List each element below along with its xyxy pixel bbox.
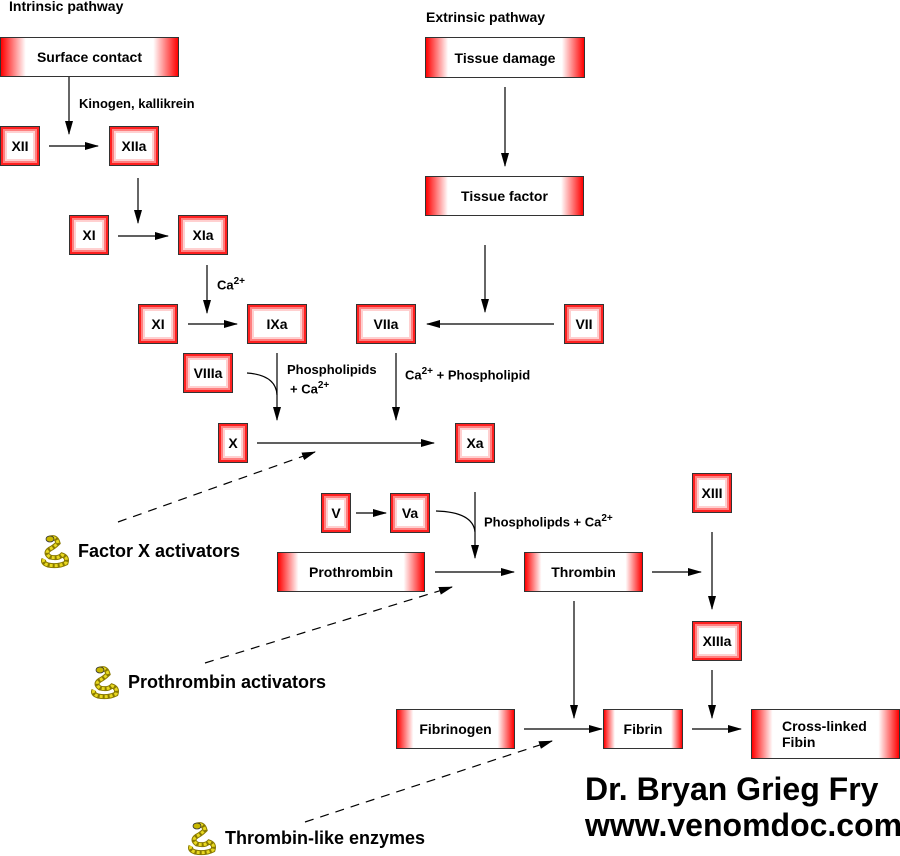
node-tissue-damage: Tissue damage [425,37,585,78]
label-kinogen-kallikrein: Kinogen, kallikrein [79,96,195,111]
snake-icon [91,666,119,700]
node-xia: XIa [178,215,228,255]
intrinsic-pathway-heading: Intrinsic pathway [9,0,124,14]
snake-icon [188,822,216,856]
crosslinked-line-2: Fibin [782,734,816,750]
node-xiiia: XIIIa [692,621,742,661]
phospholipds-ca-text: Phospholipds + Ca [484,514,602,530]
node-fibrinogen: Fibrinogen [396,709,515,749]
ca-text: Ca [405,367,422,383]
ca-superscript: 2+ [601,513,613,524]
dashed-arrow-prothrombin-activators [204,586,453,664]
label-plus-ca: + Ca2+ [290,380,329,396]
dashed-arrow-factor-x-activators [117,451,316,523]
venom-thrombin-like-enzymes: Thrombin-like enzymes [185,820,425,856]
ca-superscript: 2+ [233,276,246,287]
phospholipid-text: + Phospholipid [433,367,531,383]
node-prothrombin: Prothrombin [277,552,425,592]
node-xi-1: XI [69,215,109,255]
snake-icon [41,535,69,569]
venom-label: Prothrombin activators [128,671,327,692]
venom-label: Factor X activators [78,540,241,561]
node-xii: XII [0,126,40,166]
node-vii: VII [564,304,604,344]
label-ca-xia: Ca2+ [217,276,245,292]
node-ixa: IXa [247,304,307,344]
node-tissue-factor: Tissue factor [425,176,584,216]
venom-prothrombin-activators: Prothrombin activators [88,664,326,700]
node-xa: Xa [455,423,495,463]
node-xiia: XIIa [109,126,159,166]
node-viiia: VIIIa [183,353,233,393]
ca-superscript: 2+ [421,366,434,377]
crosslinked-line-1: Cross-linked [782,718,867,734]
label-phospholipds-ca: Phospholipds + Ca2+ [484,513,613,529]
dashed-arrow-thrombin-like-enzymes [304,740,553,823]
credit-author: Dr. Bryan Grieg Fry [585,771,879,807]
ca-text: Ca [217,277,234,293]
node-viia: VIIa [356,304,416,344]
credit-website: www.venomdoc.com [585,807,900,843]
label-phospholipids: Phospholipids [287,362,377,377]
va-curve [435,510,476,533]
node-surface-contact: Surface contact [0,37,179,77]
plus-ca-text: + Ca [290,381,318,397]
node-xi-2: XI [138,304,178,344]
node-xiii: XIII [692,473,732,513]
node-crosslinked-fibrin: Cross-linked Fibin [751,709,900,759]
node-va: Va [390,493,430,533]
ca-superscript: 2+ [317,380,330,391]
venom-factor-x-activators: Factor X activators [38,533,240,569]
extrinsic-pathway-heading: Extrinsic pathway [426,9,546,25]
label-ca-phospholipid: Ca2+ + Phospholipid [405,366,530,382]
node-x: X [218,423,248,463]
node-v: V [321,493,351,533]
viiia-curve [246,372,278,396]
node-fibrin: Fibrin [603,709,683,749]
venom-label: Thrombin-like enzymes [225,827,426,848]
node-thrombin: Thrombin [524,552,643,592]
